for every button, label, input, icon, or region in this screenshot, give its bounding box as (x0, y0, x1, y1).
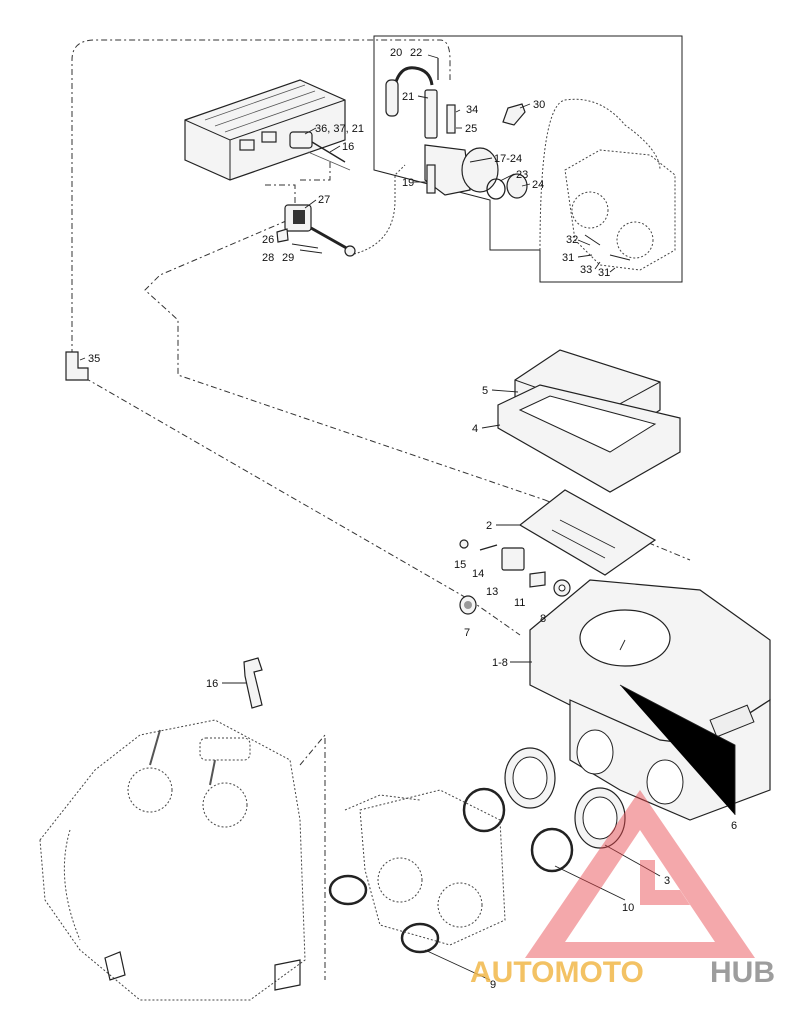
callout-4: 4 (472, 423, 478, 435)
callout-6: 6 (731, 820, 737, 832)
watermark-triangle (525, 790, 755, 958)
callout-10: 10 (622, 902, 634, 914)
watermark-auto-text: AUTOMOTO (470, 956, 644, 989)
carburetors (344, 789, 506, 946)
callout-36-37-21: 36, 37, 21 (315, 123, 364, 135)
callout-labels: 20 22 21 34 30 25 36, 37, 21 16 17-24 23… (88, 47, 737, 991)
callout-19: 19 (402, 177, 414, 189)
callout-9: 9 (490, 979, 496, 991)
callout-20: 20 (390, 47, 402, 59)
callout-25: 25 (465, 123, 477, 135)
module-box (184, 79, 346, 181)
callout-13: 13 (486, 586, 498, 598)
callout-23: 23 (516, 169, 528, 181)
callout-31-right: 31 (598, 267, 610, 279)
watermark-hub-text: HUB (710, 956, 775, 989)
watermark-logo: AUTOMOTO HUB (470, 790, 775, 989)
callout-34: 34 (466, 104, 478, 116)
connector-27 (276, 204, 356, 257)
engine-block (39, 719, 326, 1001)
callout-5: 5 (482, 385, 488, 397)
callout-11: 11 (514, 597, 525, 609)
callout-29: 29 (282, 252, 294, 264)
filter-pads (497, 349, 681, 493)
callout-2: 2 (486, 520, 492, 532)
callout-8: 8 (540, 613, 546, 625)
coil-wire (289, 131, 351, 171)
callout-16-top: 16 (342, 141, 354, 153)
elbow-fitting (65, 351, 89, 381)
leader-lines (79, 54, 736, 981)
callout-16-bottom: 16 (206, 678, 218, 690)
callout-28: 28 (262, 252, 274, 264)
plate-2 (518, 489, 657, 576)
callout-14: 14 (472, 568, 484, 580)
callout-17-24: 17-24 (494, 153, 522, 165)
inset-frame (373, 35, 683, 283)
callout-35: 35 (88, 353, 100, 365)
intake-boots (328, 747, 626, 954)
tool-16 (243, 657, 263, 709)
callout-1-8: 1-8 (492, 657, 508, 669)
small-fittings (459, 539, 571, 615)
callout-24: 24 (532, 179, 544, 191)
callout-21: 21 (402, 91, 414, 103)
callout-15: 15 (454, 559, 466, 571)
callout-30: 30 (533, 99, 545, 111)
routing-lines (71, 39, 691, 636)
callout-7: 7 (464, 627, 470, 639)
callout-32: 32 (566, 234, 578, 246)
callout-31-left: 31 (562, 252, 574, 264)
callout-22: 22 (410, 47, 422, 59)
callout-33: 33 (580, 264, 592, 276)
callout-26: 26 (262, 234, 274, 246)
callout-3: 3 (664, 875, 670, 887)
callout-27: 27 (318, 194, 330, 206)
inset-engine (564, 149, 676, 271)
